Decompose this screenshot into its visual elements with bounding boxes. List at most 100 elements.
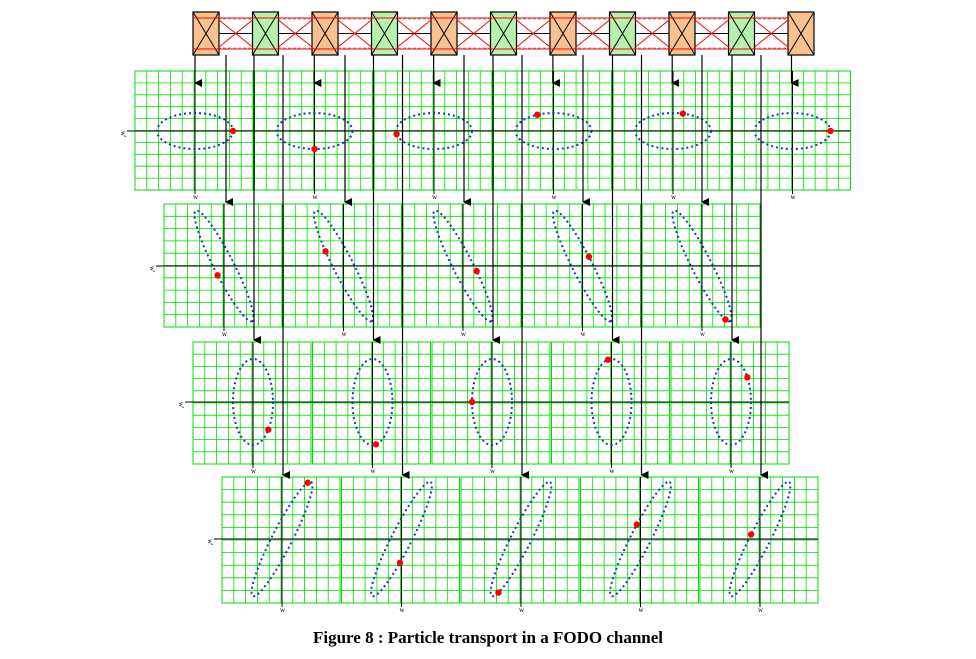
particle-dot	[473, 267, 480, 275]
phase-space-panel: w	[634, 203, 761, 338]
particle-dot	[604, 356, 612, 363]
phase-space-panel: ww'	[206, 476, 341, 614]
particle-dot	[722, 316, 729, 323]
phase-ellipse	[489, 480, 553, 598]
beam-envelope	[193, 17, 789, 50]
particle-dot	[372, 441, 380, 448]
axis-label-w: w	[729, 467, 735, 475]
axis-label-w: w	[432, 193, 438, 201]
phase-space-row: w w' w w w w	[177, 341, 790, 475]
phase-ellipse	[710, 358, 752, 446]
phase-ellipse	[551, 209, 614, 323]
axis-label-w: w	[490, 467, 496, 475]
quad-cross-b	[430, 11, 458, 56]
panel-grid	[580, 477, 699, 603]
quad-cross-b	[668, 11, 696, 56]
phase-space-panel: w	[424, 341, 551, 475]
phase-space-panel: w w'	[148, 203, 283, 338]
quad-cross-b	[311, 11, 339, 56]
defocusing-quadrupole	[489, 11, 518, 56]
panel-grid	[700, 477, 818, 603]
axis-label-w: w	[552, 193, 558, 201]
particle-dot	[585, 253, 593, 260]
phase-space-panel: w	[333, 476, 460, 614]
axis-label-w: w	[639, 606, 645, 614]
axis-label-w: w	[519, 606, 525, 614]
phase-space-panel: w w'	[119, 70, 254, 201]
axis-label-w: w	[610, 467, 616, 475]
axis-label-wprime: w'	[148, 266, 156, 272]
axis-label-w: w	[251, 467, 257, 475]
quad-cross-b	[549, 11, 577, 56]
phase-space-panel: w	[453, 476, 580, 614]
axis-label-w: w	[280, 606, 286, 614]
particle-dot	[393, 130, 400, 138]
axis-label-wprime: w'	[177, 402, 185, 408]
particle-dot	[214, 272, 221, 279]
particle-dot	[679, 110, 687, 117]
axis-label-w: w	[461, 330, 467, 338]
phase-space-panel: w	[514, 203, 641, 338]
panel-grid	[671, 342, 789, 464]
focusing-quadrupole	[311, 11, 339, 56]
particle-dot	[311, 145, 318, 153]
phase-space-panel: w	[246, 70, 373, 201]
focusing-quadrupole	[430, 11, 458, 56]
axis-label-w: w	[222, 330, 228, 338]
particle-dot	[495, 589, 502, 596]
quad-cross-b	[371, 11, 398, 56]
particle-dot	[229, 127, 237, 135]
quad-cross-b	[728, 11, 755, 56]
panel-grid	[551, 342, 670, 464]
phase-ellipse	[312, 209, 375, 323]
particle-dot	[744, 374, 751, 381]
particle-dot	[633, 521, 640, 528]
panel-grid	[432, 342, 550, 464]
phase-space-row: w w' w w w w	[148, 203, 761, 338]
axis-label-wprime: w'	[119, 131, 127, 137]
phase-ellipse	[193, 209, 255, 323]
defocusing-quadrupole	[727, 11, 756, 56]
phase-ellipse	[634, 112, 712, 150]
particle-dot	[827, 127, 834, 135]
figure-caption: Figure 8 : Particle transport in a FODO …	[312, 628, 664, 647]
axis-label-w: w	[581, 330, 587, 338]
phase-ellipse	[232, 358, 274, 446]
particle-dot	[747, 531, 755, 538]
phase-space-panel: w	[395, 203, 522, 338]
axis-label-w: w	[400, 606, 406, 614]
phase-ellipse	[609, 480, 672, 598]
particle-dot	[304, 479, 311, 486]
phase-space-panel: w	[605, 70, 732, 201]
phase-space-panel: w	[366, 70, 493, 201]
phase-ellipse	[671, 209, 733, 323]
defocusing-quadrupole	[370, 11, 399, 56]
focusing-quadrupole	[668, 11, 696, 56]
phase-ellipse	[250, 480, 314, 598]
phase-space-panel: w	[543, 341, 670, 475]
panel-grid	[461, 477, 579, 603]
phase-ellipse	[432, 209, 494, 323]
phase-ellipse	[351, 358, 394, 446]
axis-label-w: w	[371, 467, 377, 475]
phase-ellipse	[514, 112, 593, 150]
particle-dot	[322, 248, 329, 255]
panel-grid	[222, 477, 340, 603]
focusing-quadrupole	[787, 11, 815, 56]
fodo-lattice	[192, 11, 815, 56]
particle-dot	[534, 111, 541, 118]
quad-cross-b	[490, 11, 517, 56]
axis-label-w: w	[700, 330, 706, 338]
axis-label-w: w	[193, 193, 199, 201]
phase-space-panel: w	[692, 476, 819, 614]
particle-dot	[396, 559, 404, 566]
phase-space-panel: w w'	[177, 341, 312, 475]
phase-space-panel: w	[275, 203, 402, 338]
quad-cross-b	[787, 11, 815, 56]
phase-ellipse	[471, 358, 513, 446]
panel-grid	[341, 477, 460, 603]
